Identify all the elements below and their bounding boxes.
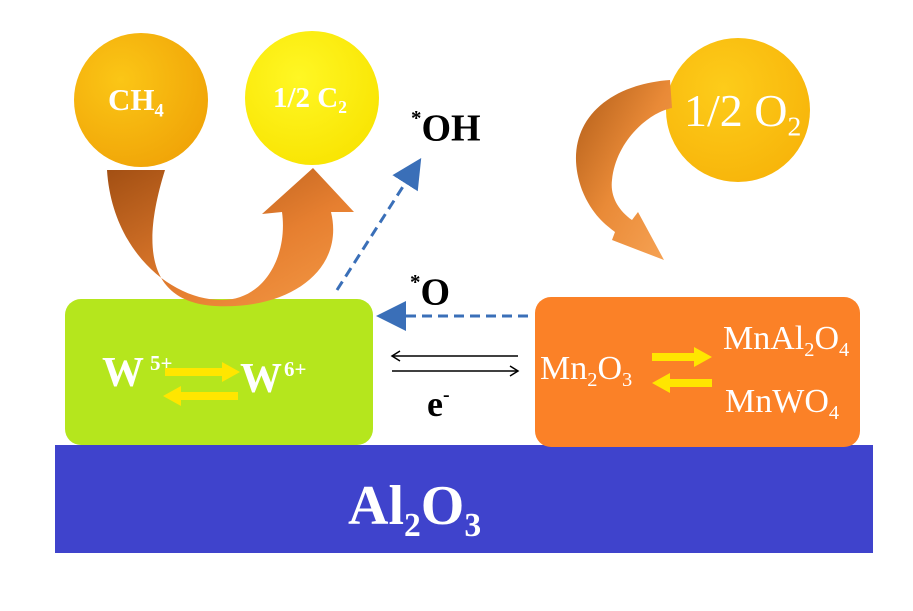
w6-label: W6+ xyxy=(240,356,307,402)
mn-equilibrium-arrows xyxy=(652,347,712,393)
oh-radical-label: *OH xyxy=(411,106,481,150)
oxygen-uptake-arrow xyxy=(575,80,672,260)
o2-label: 1/2 O2 xyxy=(684,85,802,142)
c2-label: 1/2 C2 xyxy=(273,82,347,118)
mn-oxide-box xyxy=(535,297,860,447)
methane-coupling-arrow xyxy=(107,168,354,307)
al2o3-label: Al2O3 xyxy=(348,475,482,544)
ch4-label: CH4 xyxy=(108,82,164,122)
mn2o3-label: Mn2O3 xyxy=(540,350,633,392)
support-bar xyxy=(55,445,873,553)
o-species-label: *O xyxy=(410,270,451,314)
mnal2o4-label: MnAl2O4 xyxy=(723,320,850,362)
c2-circle xyxy=(245,31,379,165)
ch4-circle xyxy=(74,33,208,167)
o2-circle xyxy=(666,38,810,182)
w-equilibrium-arrows xyxy=(163,362,240,406)
mnwo4-label: MnWO4 xyxy=(725,383,840,425)
oh-dashed-arrow xyxy=(335,157,422,291)
electron-label: e- xyxy=(427,384,450,424)
electron-transfer-arrows xyxy=(390,350,520,377)
